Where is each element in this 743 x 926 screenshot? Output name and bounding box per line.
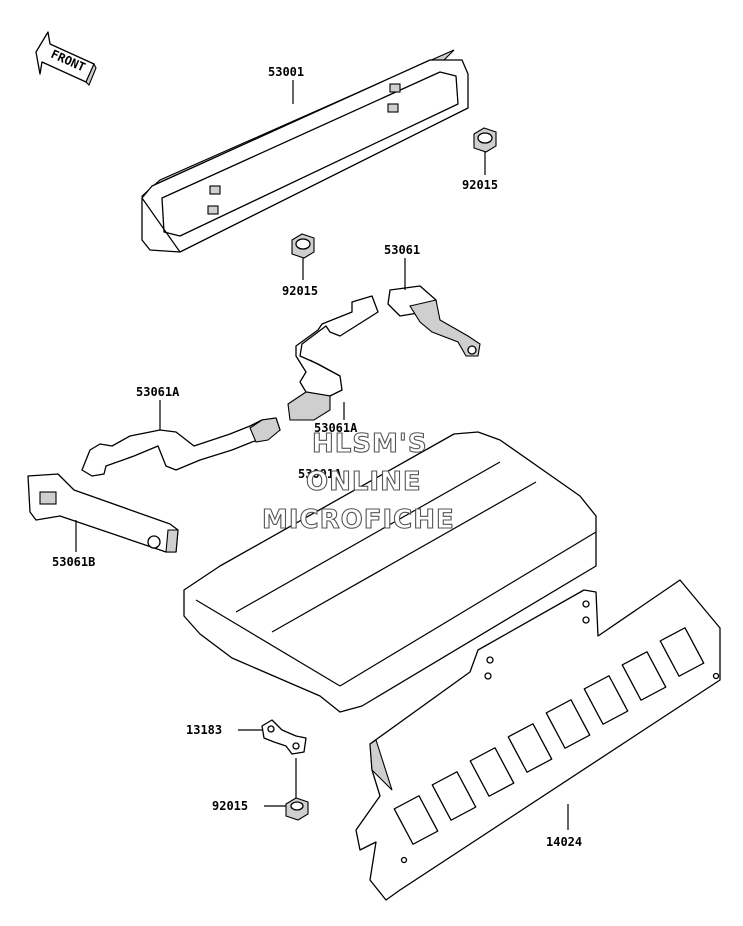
nut-icon-92015-bottom [285,797,309,821]
watermark-line3: MICROFICHE [262,505,455,535]
front-arrow-icon: FRONT [35,31,97,86]
watermark: HLSM'S ONLINE MICROFICHE [261,428,455,535]
label-92015-bottom: 92015 [212,799,248,813]
strap-53061a-left [81,417,281,477]
label-53061: 53061 [384,243,420,257]
label-92015-mid: 92015 [282,284,318,298]
bolt-icon [207,83,401,215]
bracket-13183 [261,719,307,755]
label-14024: 14024 [546,835,582,849]
label-53001a: 53001A [298,467,342,481]
strap-53061a-mid [287,295,379,421]
watermark-line1: HLSM'S [312,429,428,459]
guard-14024 [355,579,721,901]
bar-53061b [27,473,179,553]
cover-53001a [183,431,597,713]
battery-box-53001 [140,49,469,253]
nut-icon-92015-top [473,127,497,153]
label-53061b: 53061B [52,555,95,569]
label-53061a-mid: 53061A [314,421,358,435]
rib-icon [393,627,705,845]
bracket-53061 [387,285,481,357]
watermark-line2: ONLINE [306,467,422,497]
label-53001: 53001 [268,65,304,79]
label-92015-top: 92015 [462,178,498,192]
label-53061a-left: 53061A [136,385,180,399]
label-13183: 13183 [186,723,222,737]
nut-icon-92015-mid [291,233,315,259]
